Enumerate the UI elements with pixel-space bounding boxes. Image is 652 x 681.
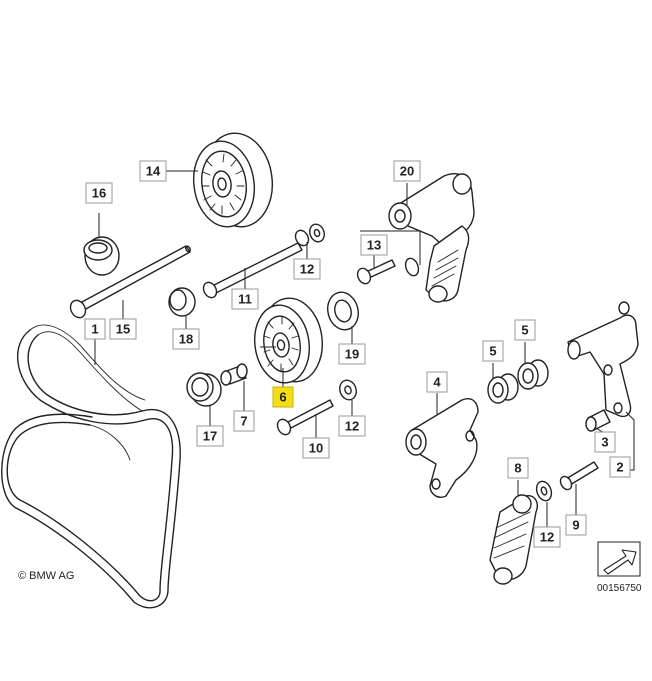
callout-14[interactable]: 14 [139, 160, 167, 182]
callout-18[interactable]: 18 [172, 328, 200, 350]
svg-text:10: 10 [309, 441, 323, 456]
callout-12-lower[interactable]: 12 [533, 526, 561, 548]
svg-text:13: 13 [367, 238, 381, 253]
callout-5-right[interactable]: 5 [514, 319, 536, 341]
bracket-2 [567, 301, 639, 418]
cap-18 [168, 287, 196, 317]
bolt-11 [202, 229, 310, 299]
callout-7[interactable]: 7 [233, 410, 255, 432]
svg-text:5: 5 [489, 344, 496, 359]
leader-lines [94, 170, 635, 527]
svg-text:7: 7 [240, 414, 247, 429]
callout-6[interactable]: 6 [272, 386, 294, 408]
svg-text:12: 12 [345, 419, 359, 434]
svg-text:3: 3 [601, 435, 608, 450]
washer-12-top [309, 223, 325, 243]
callout-1[interactable]: 1 [84, 318, 106, 340]
tensioner-arm-4 [405, 398, 479, 498]
svg-text:2: 2 [616, 460, 623, 475]
svg-text:4: 4 [433, 375, 441, 390]
svg-text:15: 15 [116, 322, 130, 337]
callout-4[interactable]: 4 [426, 371, 448, 393]
callout-10[interactable]: 10 [302, 437, 330, 459]
callout-12-top[interactable]: 12 [293, 258, 321, 280]
callout-2[interactable]: 2 [609, 456, 631, 478]
svg-text:19: 19 [345, 347, 359, 362]
washer-12-lower [535, 480, 553, 502]
svg-text:12: 12 [300, 262, 314, 277]
svg-text:8: 8 [514, 461, 521, 476]
svg-text:14: 14 [146, 164, 161, 179]
washer-19 [326, 291, 360, 331]
damper-8 [489, 494, 538, 585]
svg-text:16: 16 [92, 186, 106, 201]
cap-16 [83, 236, 120, 276]
svg-text:9: 9 [572, 518, 579, 533]
view-direction-arrow-icon [597, 541, 641, 577]
diagram-code: 00156750 [597, 583, 642, 594]
callout-19[interactable]: 19 [338, 343, 366, 365]
callout-9[interactable]: 9 [565, 514, 587, 536]
sleeve-3 [585, 409, 611, 432]
callout-20[interactable]: 20 [393, 160, 421, 182]
drive-belt [1, 324, 181, 609]
callout-8[interactable]: 8 [507, 457, 529, 479]
callout-13[interactable]: 13 [360, 234, 388, 256]
svg-text:18: 18 [179, 332, 193, 347]
callout-16[interactable]: 16 [85, 182, 113, 204]
svg-text:12: 12 [540, 530, 554, 545]
sleeve-7 [220, 363, 248, 386]
svg-text:5: 5 [521, 323, 528, 338]
svg-text:6: 6 [279, 390, 286, 405]
callout-5-left[interactable]: 5 [482, 340, 504, 362]
callout-17[interactable]: 17 [196, 425, 224, 447]
bolt-10 [276, 399, 334, 436]
washer-12-middle [339, 379, 357, 401]
svg-text:1: 1 [91, 322, 98, 337]
bearing-5-right [517, 359, 549, 390]
copyright-text: © BMW AG [18, 570, 74, 582]
pulley-14 [192, 132, 273, 228]
bearing-5-left [487, 373, 519, 404]
callout-11[interactable]: 11 [231, 288, 259, 310]
bolt-15 [69, 245, 191, 319]
bolt-13 [356, 259, 396, 285]
callout-3[interactable]: 3 [594, 431, 616, 453]
bolt-9 [559, 461, 599, 491]
tensioner-20 [388, 173, 475, 303]
svg-text:11: 11 [238, 292, 252, 307]
svg-text:17: 17 [203, 429, 217, 444]
washer-13 [404, 257, 420, 277]
svg-text:20: 20 [400, 164, 414, 179]
callout-15[interactable]: 15 [109, 318, 137, 340]
pulley-6 [254, 297, 323, 384]
callout-12-middle[interactable]: 12 [338, 415, 366, 437]
cap-17 [186, 372, 222, 407]
